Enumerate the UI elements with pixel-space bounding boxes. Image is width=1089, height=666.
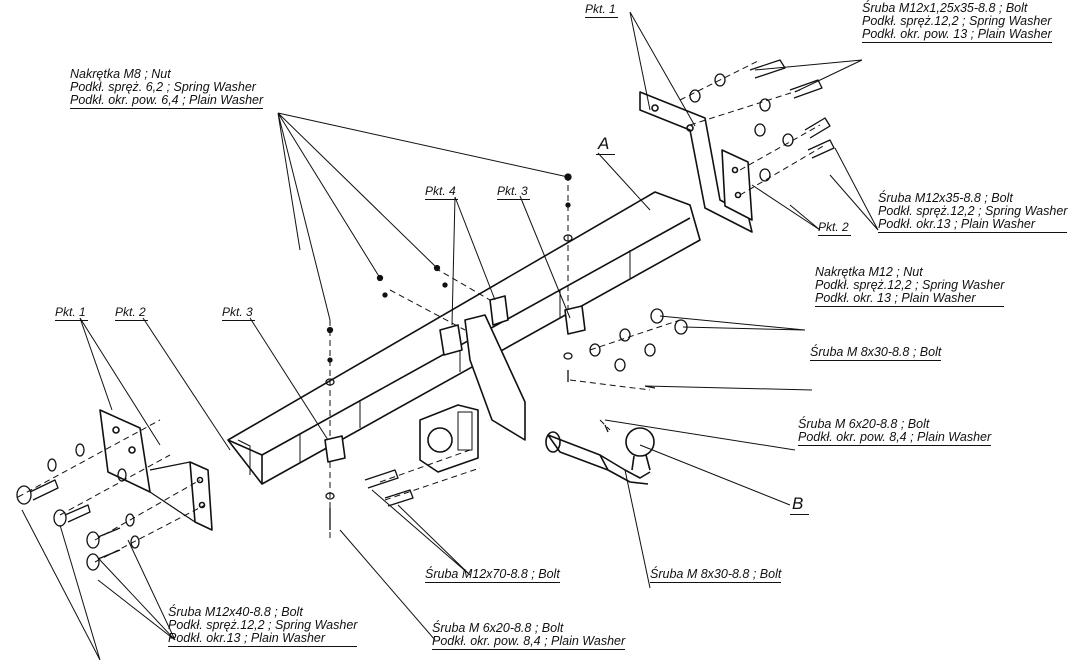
- callout-line: Śruba M12x40-8.8 ; Bolt: [168, 605, 303, 619]
- point-tag: Pkt. 2: [115, 305, 148, 321]
- callout-line: Śruba M 6x20-8.8 ; Bolt: [798, 417, 930, 431]
- callout-line: Podkł. spręż.12,2 ; Spring Washer: [878, 204, 1068, 218]
- callout-bolt-m6x20-bottom: Śruba M 6x20-8.8 ; Bolt Podkł. okr. pow.…: [432, 621, 626, 650]
- callout-nut-m12: Nakrętka M12 ; Nut Podkł. spręż.12,2 ; S…: [815, 265, 1005, 307]
- callout-line: Śruba M 8x30-8.8 ; Bolt: [810, 345, 942, 359]
- crossbeam: [227, 191, 701, 485]
- callout-bolt-m12x35: Śruba M12x35-8.8 ; Bolt Podkł. spręż.12,…: [878, 191, 1068, 233]
- point-tag: Pkt. 2: [818, 220, 851, 236]
- right-mounting-bracket: [639, 91, 753, 233]
- callout-line: Podkł. okr. pow. 6,4 ; Plain Washer: [70, 93, 264, 107]
- towball: [545, 427, 655, 485]
- socket-plate: [419, 404, 479, 473]
- callout-line: Podkł. spręż. 6,2 ; Spring Washer: [70, 80, 256, 94]
- left-mounting-plate: [99, 409, 213, 531]
- point-tag: Pkt. 3: [497, 184, 530, 200]
- callout-nut-m8: Nakrętka M8 ; Nut Podkł. spręż. 6,2 ; Sp…: [70, 67, 264, 109]
- callout-line: Nakrętka M8 ; Nut: [70, 67, 171, 81]
- point-tag: Pkt. 3: [222, 305, 255, 321]
- fasteners: [16, 59, 835, 571]
- callout-line: Śruba M12x35-8.8 ; Bolt: [878, 191, 1013, 205]
- callout-line: Podkł. spręż.12,2 ; Spring Washer: [168, 618, 358, 632]
- callout-bolt-m6x20-right: Śruba M 6x20-8.8 ; Bolt Podkł. okr. pow.…: [798, 417, 992, 446]
- part-letter-a: A: [596, 134, 616, 155]
- callout-line: Podkł. spręż.12,2 ; Spring Washer: [815, 278, 1005, 292]
- callout-line: Podkł. spręż.12,2 ; Spring Washer: [862, 14, 1052, 28]
- callout-line: Podkł. okr.13 ; Plain Washer: [878, 217, 1036, 231]
- callout-bolt-m12x40: Śruba M12x40-8.8 ; Bolt Podkł. spręż.12,…: [168, 605, 358, 647]
- point-tag: Pkt. 4: [425, 184, 458, 200]
- center-bracket: [324, 295, 586, 463]
- callout-line: Podkł. okr. 13 ; Plain Washer: [815, 291, 976, 305]
- part-letter-b: B: [790, 494, 810, 515]
- callout-bolt-m8x30-right: Śruba M 8x30-8.8 ; Bolt: [810, 345, 942, 361]
- callout-line: Śruba M 6x20-8.8 ; Bolt: [432, 621, 564, 635]
- callout-line: Podkł. okr. pow. 8,4 ; Plain Washer: [798, 430, 992, 444]
- point-tag: Pkt. 1: [55, 305, 88, 321]
- callout-line: Podkł. okr.13 ; Plain Washer: [168, 631, 326, 645]
- callout-line: Nakrętka M12 ; Nut: [815, 265, 923, 279]
- callout-bolt-m12x125: Śruba M12x1,25x35-8.8 ; Bolt Podkł. sprę…: [862, 2, 1052, 43]
- callout-line: Podkł. okr. pow. 8,4 ; Plain Washer: [432, 634, 626, 648]
- point-tag: Pkt. 1: [585, 2, 618, 18]
- callout-bolt-m8x30-bottom: Śruba M 8x30-8.8 ; Bolt: [650, 567, 782, 583]
- callout-line: Śruba M12x70-8.8 ; Bolt: [425, 567, 560, 581]
- callout-line: Podkł. okr. pow. 13 ; Plain Washer: [862, 27, 1052, 41]
- leader-lines: [21, 11, 879, 661]
- callout-bolt-m12x70: Śruba M12x70-8.8 ; Bolt: [425, 568, 560, 583]
- callout-line: Śruba M12x1,25x35-8.8 ; Bolt: [862, 1, 1028, 15]
- callout-line: Śruba M 8x30-8.8 ; Bolt: [650, 567, 782, 581]
